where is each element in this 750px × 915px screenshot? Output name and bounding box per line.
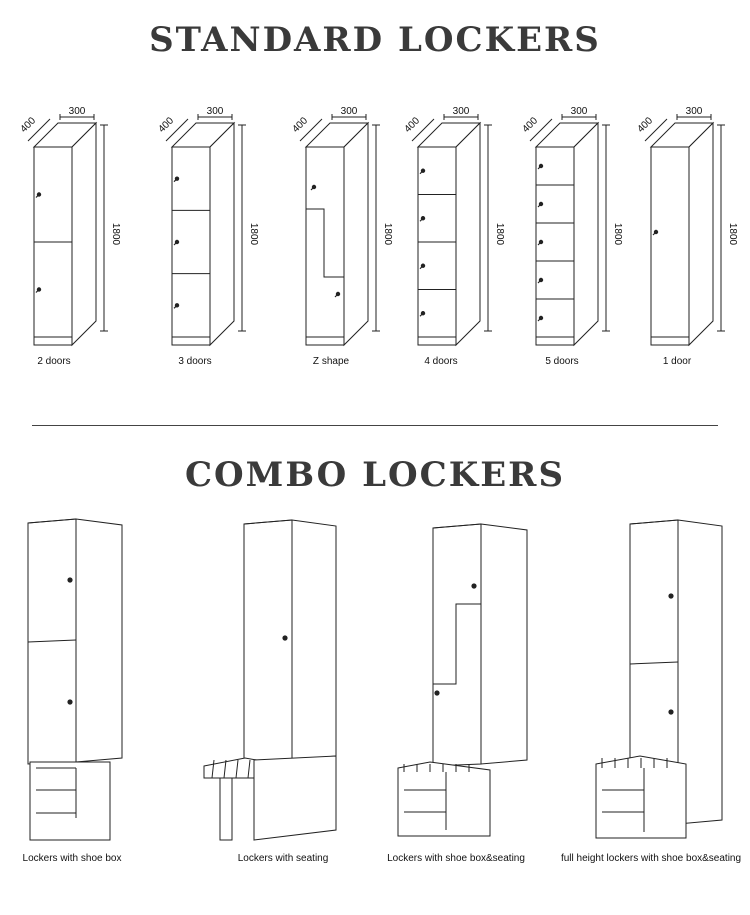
standard-lockers-title: STANDARD LOCKERS: [149, 20, 601, 60]
std-locker-1-front: [33, 146, 73, 346]
combo-2-base-cabinet: [253, 755, 337, 841]
caption-3-doors: 3 doors: [178, 356, 212, 367]
caption-z-shape: Z shape: [312, 356, 350, 367]
std-locker-5-depth-dim: [529, 118, 553, 142]
std-locker-1-key-2-shank: [35, 290, 39, 293]
caption-seating: Lockers with seating: [237, 853, 329, 864]
caption-1-door: 1 door: [662, 356, 692, 367]
combo-2-body-top-edge: [243, 519, 293, 525]
combo-1-body-top-edge: [27, 518, 77, 524]
caption-2-doors: 2 doors: [37, 356, 71, 367]
std-locker-1-width-label: 300: [69, 106, 86, 117]
caption-shoe-box-seating: Lockers with shoe box&seating: [387, 853, 525, 864]
std-locker-4-key-3-shank: [419, 266, 423, 270]
std-locker-1-depth-dim: [27, 118, 51, 142]
combo-4-body-side: [677, 519, 723, 825]
std-locker-4-key-2-shank: [419, 218, 423, 222]
std-locker-5-height-label: 1800: [612, 223, 623, 246]
std-locker-4-key-4-shank: [419, 313, 423, 317]
combo-4-knob-2: [668, 709, 674, 715]
std-locker-3-depth-dim: [299, 118, 323, 142]
std-locker-5-key-5-shank: [537, 318, 541, 322]
std-locker-4-depth-dim: [411, 118, 435, 142]
std-locker-5-front: [535, 146, 575, 346]
std-locker-6-key-1-shank: [652, 232, 656, 236]
std-locker-6-front: [650, 146, 690, 346]
std-locker-2-key-2-shank: [173, 242, 177, 246]
std-locker-3-key-2-shank: [334, 294, 338, 298]
std-locker-3-key-1-shank: [310, 187, 314, 191]
combo-2-seat-slat-1: [211, 759, 215, 779]
combo-1-body-side: [75, 518, 123, 763]
std-locker-2-key-3-shank: [173, 305, 177, 309]
combo-4-shoebox-seat: [595, 755, 687, 839]
std-locker-5-key-4-shank: [537, 280, 541, 284]
combo-3-z-split: [432, 603, 481, 688]
std-locker-5-key-1-shank: [537, 166, 541, 170]
std-locker-1-key-1-shank: [35, 195, 39, 198]
std-locker-6-width-label: 300: [686, 106, 703, 117]
caption-shoe-box: Lockers with shoe box: [22, 853, 122, 864]
combo-3-knob-1: [471, 583, 477, 589]
standard-lockers-drawings: 3004001800300400180030040018003004001800…: [18, 106, 738, 347]
std-locker-2-height-label: 1800: [248, 223, 259, 246]
combo-3-body-top-edge: [432, 523, 482, 529]
caption-4-doors: 4 doors: [424, 356, 458, 367]
section-divider: [32, 425, 718, 426]
combo-4-door-split: [629, 661, 679, 665]
std-locker-5-key-3-shank: [537, 242, 541, 246]
std-locker-4-key-1-shank: [419, 171, 423, 175]
std-locker-5-key-2-shank: [537, 204, 541, 208]
combo-2-body-front: [243, 519, 293, 763]
std-locker-3-height-label: 1800: [382, 223, 393, 246]
combo-1-knob-2: [67, 699, 73, 705]
std-locker-6-height-label: 1800: [727, 223, 738, 246]
std-locker-4-width-label: 300: [453, 106, 470, 117]
combo-3-body-side: [480, 523, 528, 765]
combo-1-door-split: [27, 639, 77, 643]
std-locker-5-width-label: 300: [571, 106, 588, 117]
combo-2-knob: [282, 635, 288, 641]
combo-2-seat-slat-3: [235, 759, 239, 779]
std-locker-3-width-label: 300: [341, 106, 358, 117]
std-locker-4-height-label: 1800: [494, 223, 505, 246]
combo-lockers-title: COMBO LOCKERS: [185, 455, 565, 495]
std-locker-2-depth-dim: [165, 118, 189, 142]
std-locker-2-width-label: 300: [207, 106, 224, 117]
combo-2-seat-slat-2: [223, 759, 227, 779]
combo-4-body-top-edge: [629, 519, 679, 525]
combo-2-seat-slat-4: [247, 759, 251, 779]
combo-1-shoebox: [29, 761, 111, 841]
std-locker-6-depth-dim: [644, 118, 668, 142]
combo-4-knob-1: [668, 593, 674, 599]
std-locker-1-height-label: 1800: [110, 223, 121, 246]
std-locker-3-z-split: [306, 208, 344, 278]
caption-full-height-shoe-box-seating: full height lockers with shoe box&seatin…: [560, 853, 742, 864]
caption-5-doors: 5 doors: [545, 356, 579, 367]
combo-3-knob-2: [434, 690, 440, 696]
std-locker-2-key-1-shank: [173, 179, 177, 183]
combo-3-body-front: [432, 523, 482, 767]
combo-2-seat-leg: [219, 777, 233, 841]
combo-2-body-side: [291, 519, 337, 761]
combo-3-shoebox-seat: [397, 761, 491, 837]
combo-1-knob-1: [67, 577, 73, 583]
std-locker-3-front: [305, 146, 345, 346]
